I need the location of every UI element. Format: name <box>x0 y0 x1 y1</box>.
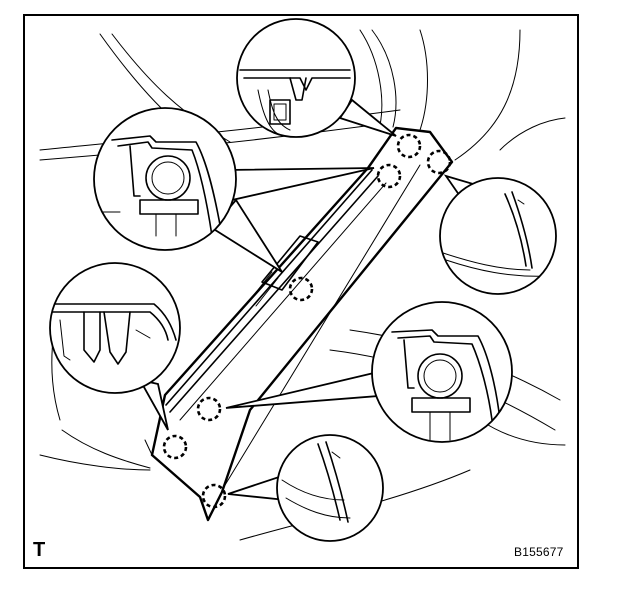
clip-locator-5 <box>196 396 222 422</box>
corner-label: T <box>33 539 46 561</box>
clip-locator-4 <box>288 276 314 302</box>
clip-locators <box>162 133 452 509</box>
callout-upper-left-clip <box>93 107 375 273</box>
callout-top-clip <box>236 18 397 138</box>
callout-right-clip <box>439 174 557 295</box>
clip-locator-7 <box>201 483 227 509</box>
clip-locator-3 <box>426 149 452 175</box>
figure-id: B155677 <box>514 545 564 559</box>
callout-left-clip <box>49 262 181 431</box>
scuff-plate <box>144 126 454 522</box>
clip-locator-6 <box>162 434 188 460</box>
callout-right-lower-clip <box>225 301 513 443</box>
clip-locator-2 <box>376 163 402 189</box>
clip-locator-1 <box>396 133 422 159</box>
callout-bottom-clip <box>227 434 384 542</box>
